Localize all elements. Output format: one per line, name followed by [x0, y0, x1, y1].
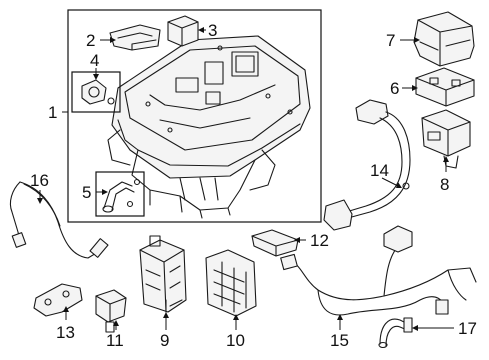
arrowhead-6 [412, 85, 418, 91]
arrowhead-4 [93, 74, 99, 80]
leader-14 [381, 177, 399, 187]
wiring-harness-part [280, 225, 477, 316]
callout-7: 7 [386, 31, 395, 50]
heat-shield-part [205, 249, 257, 317]
arrowhead-14 [396, 182, 402, 188]
arrowhead-12 [294, 237, 300, 243]
hose-fitting-part [95, 171, 145, 217]
arrowhead-5 [102, 189, 108, 195]
callout-10: 10 [226, 331, 245, 350]
callout-15: 15 [330, 331, 349, 350]
small-sensor-part [95, 289, 127, 333]
top-cover-part [413, 11, 475, 67]
callout-1: 1 [48, 103, 57, 122]
callout-14: 14 [370, 161, 389, 180]
arrowhead-2 [110, 37, 116, 43]
arrowhead-15 [337, 314, 343, 320]
callout-16: 16 [30, 171, 49, 190]
inverter-assembly [107, 35, 311, 219]
arrowhead-9 [163, 312, 169, 318]
callout-4: 4 [90, 51, 99, 70]
relay-block-part [167, 15, 199, 47]
sensor-lead-part [9, 181, 109, 259]
arrowhead-3 [198, 27, 204, 33]
arrowhead-7 [414, 37, 420, 43]
connector-block-part [421, 109, 471, 169]
callout-6: 6 [390, 79, 399, 98]
arrowhead-10 [233, 314, 239, 320]
callout-13: 13 [56, 323, 75, 342]
callout-17: 17 [458, 319, 477, 338]
bracket-part [109, 24, 161, 51]
callout-5: 5 [82, 183, 91, 202]
junction-block-part [415, 67, 475, 107]
small-module-part [251, 229, 299, 257]
mount-bracket-part [33, 283, 83, 317]
cable-harness-part [323, 99, 411, 231]
callout-11: 11 [106, 331, 124, 350]
hose-part [378, 317, 413, 349]
assembly-frame [67, 9, 322, 223]
arrowhead-17 [412, 325, 418, 331]
arrowhead-8 [443, 156, 449, 162]
callout-12: 12 [310, 231, 329, 250]
callout-9: 9 [160, 331, 169, 350]
callout-8: 8 [440, 175, 449, 194]
arrowhead-16 [37, 198, 43, 204]
arrowhead-13 [63, 306, 69, 312]
pump-part [139, 235, 187, 313]
arrowhead-11 [113, 320, 119, 326]
callout-2: 2 [86, 31, 95, 50]
callout-3: 3 [208, 21, 217, 40]
